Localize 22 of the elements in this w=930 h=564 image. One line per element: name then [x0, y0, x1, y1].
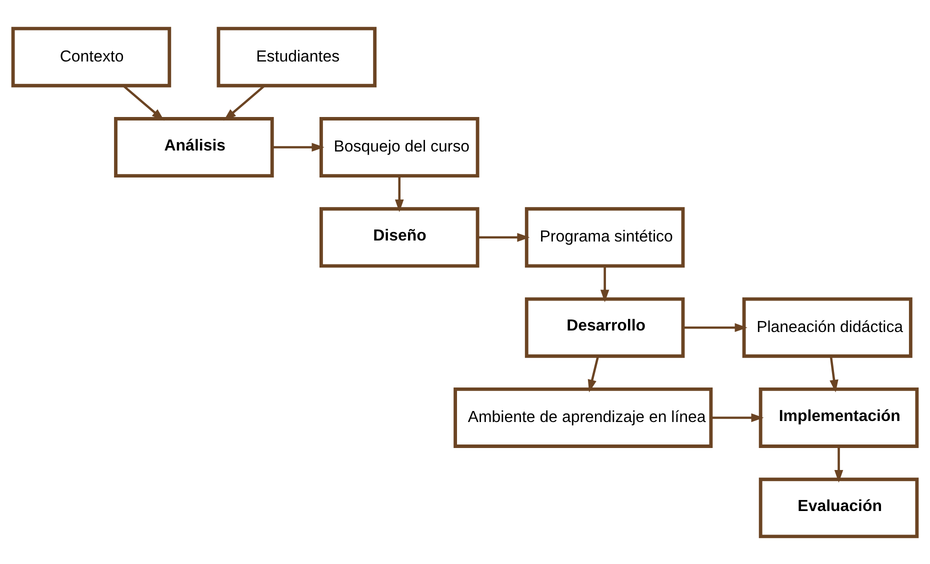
- node-box: Estudiantes: [216, 26, 377, 87]
- arrow: [834, 446, 844, 482]
- node-box: Programa sintético: [524, 206, 685, 268]
- node-box: Planeación didáctica: [742, 296, 912, 358]
- node-box: Análisis: [114, 116, 274, 177]
- node-box: Contexto: [11, 26, 172, 87]
- node-box: Desarrollo: [524, 296, 685, 358]
- arrow: [588, 356, 600, 392]
- arrow: [830, 356, 838, 392]
- arrow: [683, 322, 748, 332]
- arrow: [600, 266, 610, 302]
- arrow: [123, 84, 164, 120]
- arrow: [224, 84, 265, 120]
- node-box: Evaluación: [758, 477, 919, 538]
- arrow: [478, 232, 530, 242]
- node-box: Bosquejo del curso: [319, 116, 480, 177]
- node-box: Implementación: [758, 387, 919, 448]
- node-box: Ambiente de aprendizaje en línea: [454, 387, 713, 448]
- arrow: [710, 412, 764, 422]
- node-box: Diseño: [319, 206, 480, 268]
- arrow: [394, 176, 404, 212]
- arrow: [272, 142, 324, 152]
